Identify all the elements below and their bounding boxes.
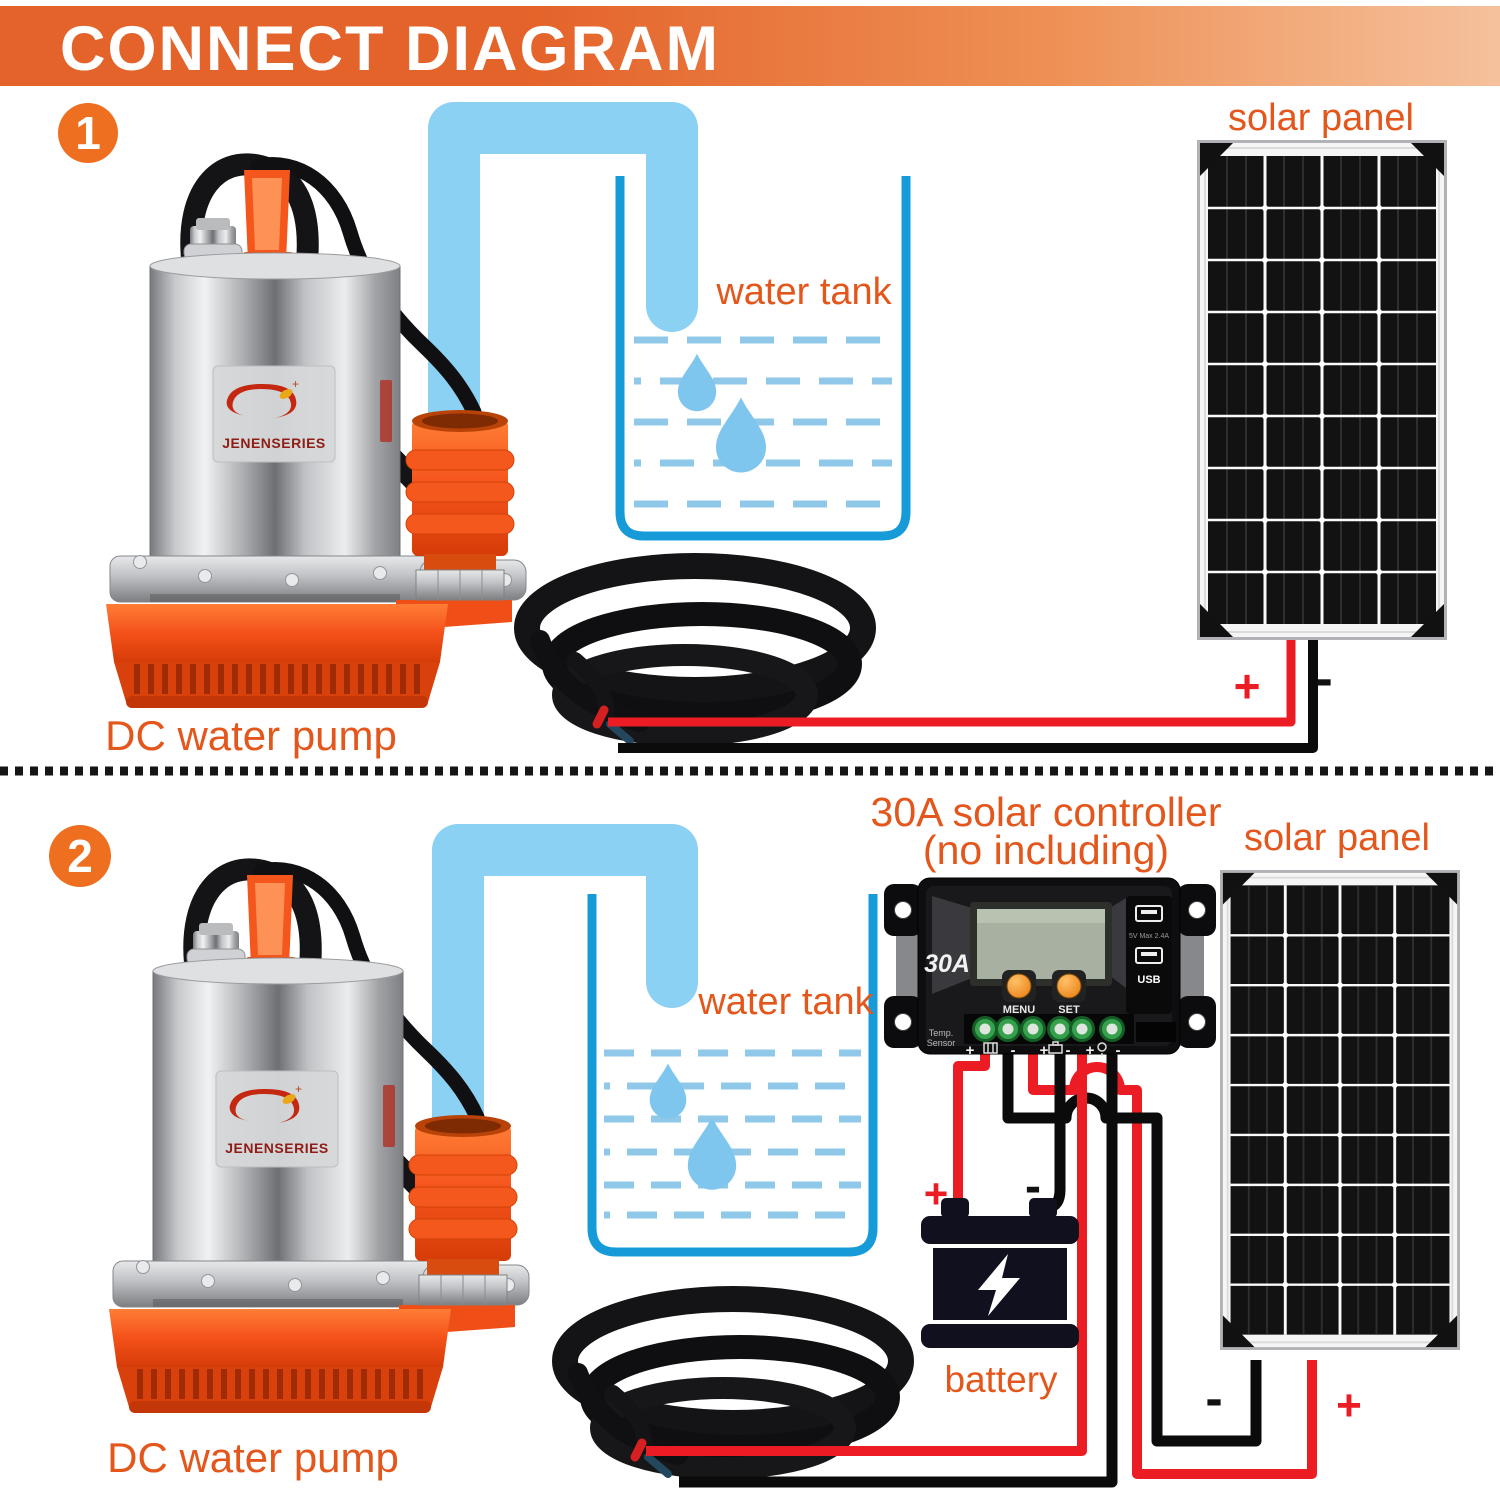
water-level-lines (604, 1049, 861, 1219)
panel-2-plus-label: + (1336, 1381, 1362, 1430)
battery-negative-post (1029, 1198, 1057, 1218)
terminal-block[interactable]: + - + - + - (964, 1014, 1134, 1059)
mounting-holes (894, 901, 1206, 1031)
lcd-screen (970, 902, 1112, 986)
battery-plus-label: + (924, 1170, 949, 1217)
solar-panel-1 (1197, 140, 1447, 640)
svg-text:-: - (1066, 1042, 1071, 1059)
panel-1-plus-label: + (1234, 660, 1261, 712)
red-wire-controller-to-pump (646, 1048, 1087, 1456)
water-tank-2-label: water tank (697, 981, 874, 1023)
lightning-icon (978, 1254, 1020, 1316)
red-wire-controller-to-battery (953, 1048, 990, 1202)
pump-base (106, 604, 448, 708)
controller-model: 30A (924, 950, 970, 978)
panel-1-minus-label: - (1315, 650, 1332, 708)
svg-text:+: + (1040, 1042, 1049, 1059)
bulb-icon (1097, 1042, 1107, 1052)
solar-panel-2-label: solar panel (1244, 817, 1430, 859)
temp-sensor-label-2: Sensor (927, 1038, 956, 1048)
battery-label: battery (944, 1359, 1058, 1400)
black-wire-pump-to-panel (618, 636, 1318, 753)
pump-brand: JENENSERIES (222, 435, 326, 451)
menu-button[interactable] (1002, 970, 1036, 1002)
pump-brand-plate: + JENENSERIES (212, 365, 336, 463)
temp-sensor-label-1: Temp. (929, 1028, 954, 1038)
cable-coil (514, 553, 876, 746)
svg-text:+: + (966, 1042, 975, 1059)
droplet-icon (649, 1063, 687, 1119)
set-button-label: SET (1058, 1004, 1080, 1016)
wires-section-1 (608, 636, 1318, 753)
svg-text:-: - (1011, 1042, 1016, 1059)
panel-icon (983, 1042, 998, 1054)
water-pipe-1 (428, 102, 698, 472)
badge-2-number: 2 (67, 830, 93, 882)
solar-panel-1-label: solar panel (1228, 97, 1414, 139)
water-level-lines (634, 336, 892, 508)
badge-1-number: 1 (75, 107, 101, 159)
pump-1-label: DC water pump (105, 712, 397, 759)
red-wire-pump-to-panel (608, 636, 1296, 727)
controller-subtitle: (no including) (923, 827, 1169, 873)
usb-spec-label: 5V Max 2.4A (1129, 933, 1169, 940)
droplet-icon (677, 353, 717, 412)
water-tank-2 (587, 894, 878, 1257)
usb-ports[interactable] (1126, 896, 1172, 1014)
battery (921, 1198, 1079, 1348)
solar-controller: 30A MENU SET 5V Max 2.4A USB Temp. Senso… (884, 877, 1216, 1059)
black-wire-controller-to-panel (1002, 1048, 1262, 1447)
black-wire-controller-to-battery (1042, 1048, 1066, 1215)
section-2-badge: 2 (49, 825, 111, 887)
black-wire-controller-to-pump (679, 1048, 1118, 1488)
panel-2-minus-label: - (1205, 1370, 1222, 1428)
terminal-icons (983, 1041, 1107, 1056)
header-bar: CONNECT DIAGRAM (0, 6, 1500, 86)
page-title: CONNECT DIAGRAM (60, 14, 720, 84)
terminal-polarity-labels: + - + - + - (966, 1042, 1121, 1059)
set-button[interactable] (1052, 970, 1086, 1002)
terminal-screws[interactable] (972, 1016, 1125, 1042)
section-1-badge: 1 (58, 103, 118, 163)
menu-button-label: MENU (1003, 1004, 1035, 1016)
solar-panel-2 (1220, 869, 1460, 1351)
water-tank-1 (615, 176, 911, 541)
water-pipe-2 (432, 824, 698, 1172)
svg-text:+: + (292, 377, 299, 391)
droplet-icon (687, 1117, 737, 1190)
battery-minus-label: - (1025, 1160, 1041, 1213)
red-wire-controller-to-panel (1028, 1048, 1317, 1479)
pump-outlet-port (405, 410, 515, 601)
wires-section-2 (646, 1048, 1317, 1488)
pump-2-label: DC water pump (107, 1434, 399, 1481)
controller-title: 30A solar controller (871, 789, 1222, 835)
svg-text:-: - (1116, 1042, 1121, 1059)
droplet-icon (716, 397, 766, 473)
svg-text:+: + (1086, 1042, 1095, 1059)
dc-water-pump: + JENENSERIES (106, 170, 527, 708)
battery-positive-post (941, 1198, 969, 1218)
water-tank-1-label: water tank (715, 271, 892, 313)
usb-label: USB (1137, 974, 1160, 986)
